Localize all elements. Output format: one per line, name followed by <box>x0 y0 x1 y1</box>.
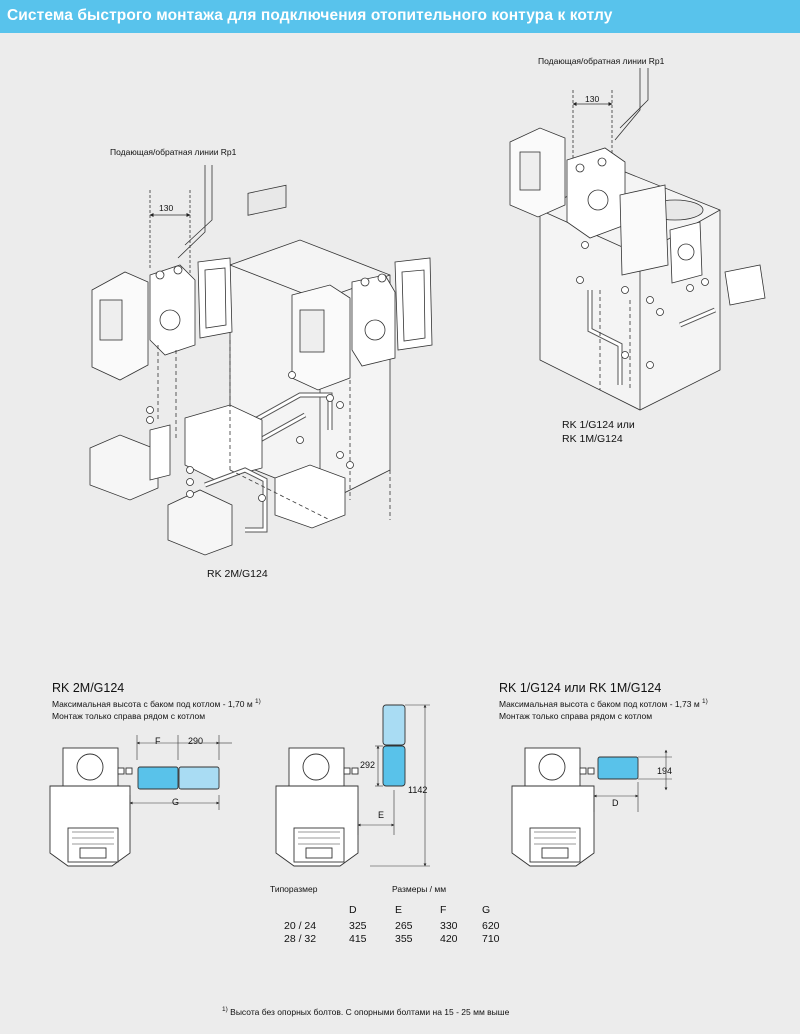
right-line-label: Подающая/обратная линии Rp1 <box>538 56 665 66</box>
dim-290: 290 <box>188 736 204 746</box>
table-row-size: 28 / 32 <box>284 933 317 945</box>
table-cell: 325 <box>349 920 367 932</box>
footnote-text: Высота без опорных болтов. С опорными бо… <box>230 1006 510 1017</box>
right-model-line2: RK 1M/G124 <box>562 433 623 445</box>
right-dim-130: 130 <box>585 94 600 104</box>
footnote: 1) Высота без опорных болтов. С опорными… <box>222 1006 509 1017</box>
table-col-size: Типоразмер <box>270 884 318 894</box>
table-col-dims: Размеры / мм <box>392 884 447 894</box>
section-right-mount: Монтаж только справа рядом с котлом <box>499 711 653 721</box>
table-letter-G: G <box>482 904 491 916</box>
table-cell: 710 <box>482 933 500 945</box>
plan-middle <box>275 704 430 867</box>
table-cell: 355 <box>395 933 413 945</box>
table-letter-E: E <box>395 904 403 916</box>
left-model-label: RK 2M/G124 <box>207 568 268 580</box>
dim-G: G <box>172 797 180 807</box>
dim-D: D <box>612 798 619 808</box>
footnote-mark: 1) <box>702 698 708 705</box>
right-model-line1: RK 1/G124 или <box>562 419 635 431</box>
footnote-mark: 1) <box>222 1006 228 1013</box>
header-bar: Система быстрого монтажа для подключения… <box>0 0 800 33</box>
section-left-title: RK 2M/G124 <box>52 681 125 695</box>
section-right-title: RK 1/G124 или RK 1M/G124 <box>499 681 662 695</box>
dim-194: 194 <box>657 766 673 776</box>
section-right-max-height: Максимальная высота с баком под котлом -… <box>499 698 708 709</box>
table-letter-D: D <box>349 904 357 916</box>
page-title: Система быстрого монтажа для подключения… <box>7 7 613 24</box>
table-cell: 265 <box>395 920 413 932</box>
dim-292: 292 <box>360 760 376 770</box>
table-cell: 420 <box>440 933 458 945</box>
table-letter-F: F <box>440 904 447 916</box>
table-cell: 415 <box>349 933 367 945</box>
plan-right <box>511 747 672 867</box>
footnote-mark: 1) <box>255 698 261 705</box>
plan-left <box>49 735 232 867</box>
right-isometric-diagram <box>509 68 766 411</box>
left-dim-130: 130 <box>159 203 174 213</box>
section-left-max-height: Максимальная высота с баком под котлом -… <box>52 698 261 709</box>
dim-E: E <box>378 810 385 820</box>
table-cell: 330 <box>440 920 458 932</box>
dim-F: F <box>155 736 161 746</box>
left-isometric-diagram <box>89 165 433 556</box>
left-line-label: Подающая/обратная линии Rp1 <box>110 147 237 157</box>
dim-1142: 1142 <box>408 785 428 795</box>
table-row-size: 20 / 24 <box>284 920 317 932</box>
table-cell: 620 <box>482 920 500 932</box>
section-left-mount: Монтаж только справа рядом с котлом <box>52 711 206 721</box>
